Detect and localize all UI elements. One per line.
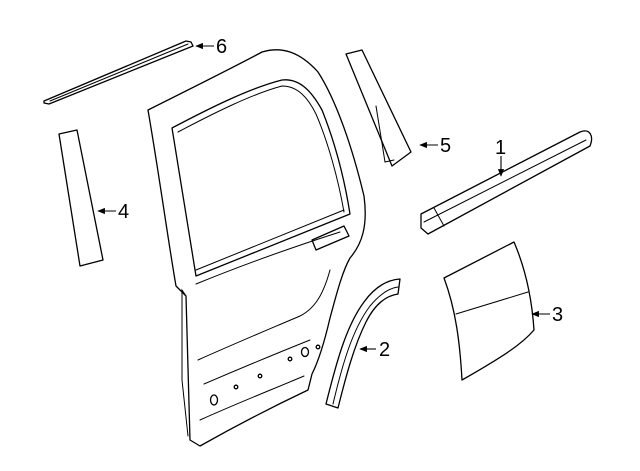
callout-2: 2 bbox=[379, 339, 390, 361]
rear-door-shell bbox=[147, 49, 366, 447]
part-3-panel-applique bbox=[443, 241, 535, 381]
part-2-wheel-opening-molding bbox=[325, 278, 401, 409]
callout-6: 6 bbox=[216, 36, 227, 58]
part-5-pillar-applique bbox=[345, 49, 412, 167]
part-4-pillar-applique bbox=[58, 129, 104, 267]
callout-4: 4 bbox=[118, 201, 129, 223]
callout-3: 3 bbox=[552, 304, 563, 326]
part-1-side-molding bbox=[420, 130, 593, 235]
callout-1: 1 bbox=[495, 137, 506, 159]
callout-5: 5 bbox=[440, 135, 451, 157]
part-6-molding-strip bbox=[43, 40, 194, 105]
